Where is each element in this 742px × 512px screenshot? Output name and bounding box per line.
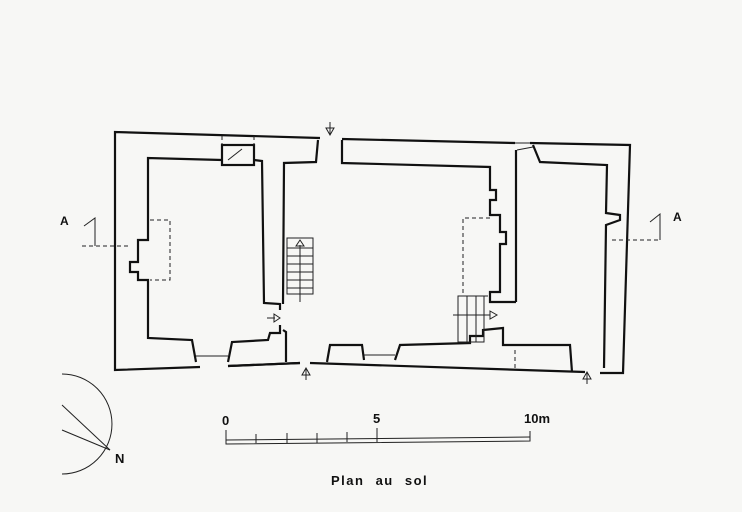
section-label-right: A xyxy=(673,210,682,224)
section-label-left: A xyxy=(60,214,69,228)
scale-label-0: 0 xyxy=(222,413,230,428)
staircase-right xyxy=(453,295,499,343)
section-line-right xyxy=(612,212,661,241)
north-compass xyxy=(61,373,113,475)
outer-wall-top-right xyxy=(529,141,632,375)
middle-room xyxy=(281,139,320,305)
scale-label-5: 5 xyxy=(373,411,381,426)
scale-bar xyxy=(225,428,531,445)
section-line-left xyxy=(82,217,128,247)
scale-label-10m: 10m xyxy=(524,411,551,426)
entrance-arrows xyxy=(267,122,592,384)
outer-wall xyxy=(113,130,321,372)
plan-title: Plan au sol xyxy=(331,473,429,488)
left-room xyxy=(128,156,223,363)
outer-wall-top-middle xyxy=(341,137,516,145)
staircase-left xyxy=(286,237,314,302)
north-label: N xyxy=(115,451,125,466)
